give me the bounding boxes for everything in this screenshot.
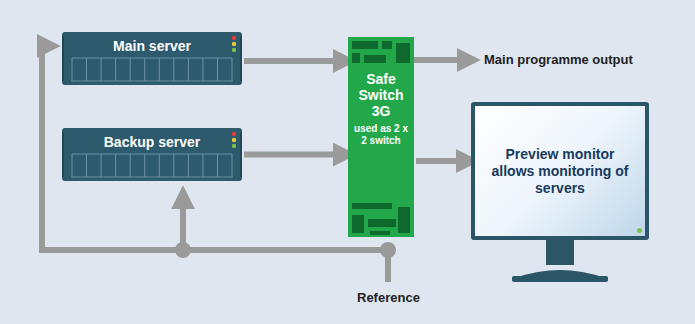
junction-dot xyxy=(380,242,396,258)
signal-label: Reference xyxy=(357,290,420,305)
node-subtitle: used as 2 x 2 switch xyxy=(352,123,410,147)
signal-arrow xyxy=(416,158,469,164)
output-arrow xyxy=(414,57,470,63)
junction-dot xyxy=(175,242,191,258)
switch-box: Safe Switch 3G used as 2 x 2 switch xyxy=(348,37,414,237)
node-title: Preview monitor allows monitoring of ser… xyxy=(485,146,635,197)
node-title: Safe Switch 3G xyxy=(352,71,410,119)
power-led xyxy=(637,228,642,233)
signal-arrow xyxy=(244,58,346,64)
reference-line xyxy=(42,46,388,282)
server-box: Backup server xyxy=(62,128,242,181)
reference-line xyxy=(385,248,391,250)
monitor-stand xyxy=(546,239,574,265)
server-box: Main server xyxy=(62,32,242,85)
signal-arrow xyxy=(244,152,346,158)
signal-label: Main programme output xyxy=(484,52,633,67)
reference-line xyxy=(180,196,186,250)
node-title: Main server xyxy=(62,38,242,54)
node-title: Backup server xyxy=(62,134,242,150)
monitor-screen: Preview monitor allows monitoring of ser… xyxy=(471,102,649,240)
